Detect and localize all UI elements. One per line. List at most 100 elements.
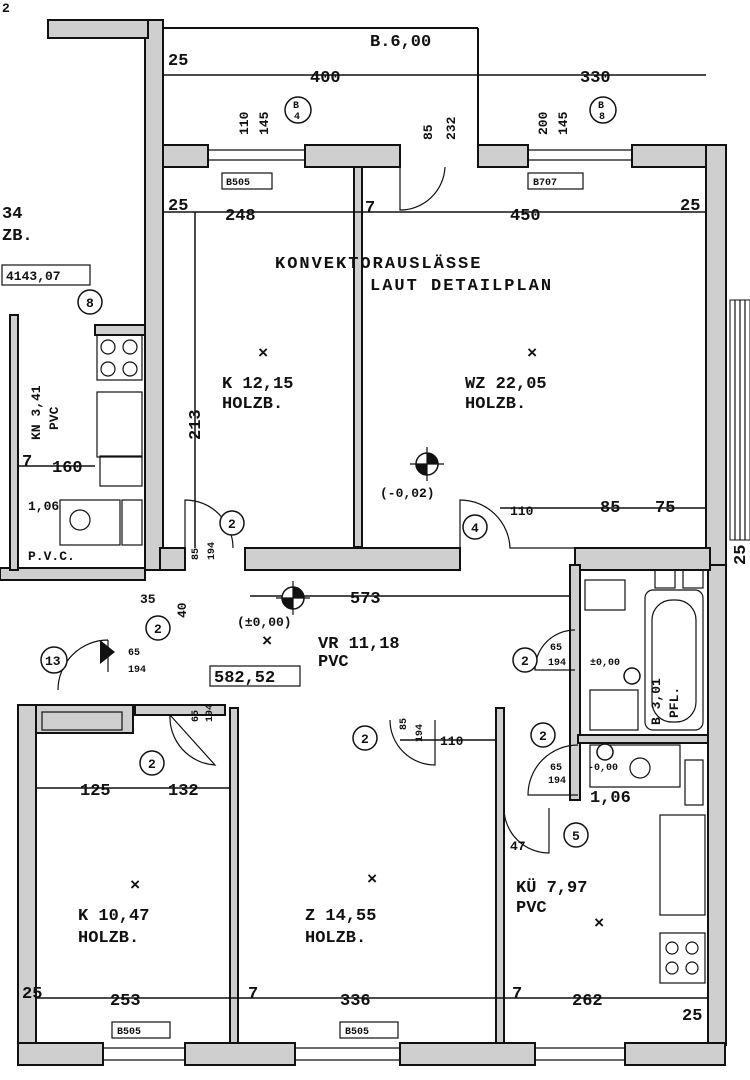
room-wc-name: 1,06 xyxy=(590,789,631,808)
dim-d2b: 194 xyxy=(128,665,146,676)
corner-label: 2 xyxy=(2,1,10,16)
marker-2c: 2 xyxy=(148,757,156,772)
dim-bot-262: 262 xyxy=(572,992,603,1011)
dim-d5a: 65 xyxy=(550,763,562,774)
note-line-1: KONVEKTORAUSLÄSSE xyxy=(275,254,482,274)
dim-hall-573: 573 xyxy=(350,590,381,609)
room-bad-name: B 3,01 xyxy=(649,678,664,725)
dim-d4a: 85 xyxy=(399,718,410,730)
left-room-floor: ZB. xyxy=(2,227,33,246)
header-text: 2 B.6,00 KONVEKTORAUSLÄSSE LAUT DETAILPL… xyxy=(1,1,553,296)
room-wz-name: WZ 22,05 xyxy=(465,375,547,394)
dim-row2-248: 248 xyxy=(225,207,256,226)
room-k1-floor: HOLZB. xyxy=(222,395,283,414)
dim-door-110: 110 xyxy=(440,734,464,749)
dim-d6b: 194 xyxy=(205,704,216,722)
room-wc-left-name: 1,06 xyxy=(28,499,59,514)
box-b505-bottom-left: B505 xyxy=(117,1027,141,1038)
dim-w3a: 200 xyxy=(536,111,551,135)
marker-5: 5 xyxy=(572,829,580,844)
dim-top-left: 25 xyxy=(168,52,188,71)
note-line-2: LAUT DETAILPLAN xyxy=(370,277,553,296)
dim-left-7: 7 xyxy=(22,453,32,472)
svg-text:×: × xyxy=(594,915,604,934)
dim-d6a: 65 xyxy=(191,710,202,722)
svg-text:×: × xyxy=(258,345,268,364)
dim-d3b: 194 xyxy=(548,658,566,669)
dim-d3a: 65 xyxy=(550,643,562,654)
left-ref-box: 4143,07 xyxy=(6,269,61,284)
dimension-text: 25 400 330 25 248 7 450 25 213 160 7 573… xyxy=(22,52,750,1026)
dim-w2a: 85 xyxy=(421,124,436,140)
dim-bot-132: 132 xyxy=(168,782,199,801)
dim-d5b: 194 xyxy=(548,776,566,787)
box-hall-ref: 582,52 xyxy=(214,669,275,688)
marker-b8-n: 8 xyxy=(599,112,605,123)
dim-row2-450: 450 xyxy=(510,207,541,226)
room-ku-floor: PVC xyxy=(516,899,547,918)
dim-mid-75: 75 xyxy=(655,499,675,518)
box-b707: B707 xyxy=(533,178,557,189)
level-markers xyxy=(276,447,641,761)
dim-bot-253: 253 xyxy=(110,992,141,1011)
walls xyxy=(0,19,727,1066)
dim-top-400: 400 xyxy=(310,69,341,88)
svg-text:×: × xyxy=(130,877,140,896)
room-ku-name: KÜ 7,97 xyxy=(516,878,587,898)
marker-b8-b: B xyxy=(598,101,604,112)
dim-vert-213: 213 xyxy=(187,409,206,440)
room-bad-floor: PFL. xyxy=(667,687,682,718)
dim-bot-25a: 25 xyxy=(22,985,42,1004)
left-room-area: 34 xyxy=(2,205,22,224)
dim-top-330: 330 xyxy=(580,69,611,88)
dim-mid-110: 110 xyxy=(510,504,534,519)
box-b505-top: B505 xyxy=(226,178,250,189)
dim-bot-25b: 25 xyxy=(682,1007,702,1026)
room-z-floor: HOLZB. xyxy=(305,929,366,948)
dim-row2-25a: 25 xyxy=(168,197,188,216)
dim-row2-25b: 25 xyxy=(680,197,700,216)
level-hall: (±0,00) xyxy=(237,615,292,630)
windows xyxy=(103,27,632,1061)
marker-b4-n: 4 xyxy=(294,112,300,123)
dim-right-25: 25 xyxy=(732,545,750,565)
level-text: (-0,02) (±0,00) ±0,00 -0,00 xyxy=(237,486,620,774)
level-bath: ±0,00 xyxy=(590,658,620,669)
marker-2f: 2 xyxy=(539,729,547,744)
room-k1-name: K 12,15 xyxy=(222,375,293,394)
svg-text:×: × xyxy=(367,871,377,890)
circle-markers xyxy=(40,96,617,848)
room-kn-name: KN 3,41 xyxy=(29,385,44,440)
marker-2e: 2 xyxy=(521,654,529,669)
fixtures xyxy=(41,334,706,984)
room-k2-floor: HOLZB. xyxy=(78,929,139,948)
top-box-label: B.6,00 xyxy=(370,33,431,52)
room-z-name: Z 14,55 xyxy=(305,907,376,926)
dim-w1a: 110 xyxy=(237,111,252,135)
stair-hatching xyxy=(729,299,750,541)
dim-d4b: 194 xyxy=(415,724,426,742)
marker-2b: 2 xyxy=(154,622,162,637)
dim-d8: 40 xyxy=(175,602,190,618)
marker-2a: 2 xyxy=(228,517,236,532)
room-kn-floor: PVC xyxy=(47,406,62,430)
room-wc-left-floor: P.V.C. xyxy=(28,549,75,564)
dim-mid-85: 85 xyxy=(600,499,620,518)
dim-w3b: 145 xyxy=(556,111,571,135)
room-vr-name: VR 11,18 xyxy=(318,635,400,654)
dim-row2-7: 7 xyxy=(365,199,375,218)
marker-13: 13 xyxy=(45,654,61,669)
level-main: (-0,02) xyxy=(380,486,435,501)
dim-left-160: 160 xyxy=(52,459,83,478)
marker-4: 4 xyxy=(471,521,479,536)
dim-d7: 47 xyxy=(510,839,526,854)
dim-bot-125: 125 xyxy=(80,782,111,801)
marker-2d: 2 xyxy=(361,732,369,747)
dim-bot-7a: 7 xyxy=(248,985,258,1004)
marker-b4-b: B xyxy=(293,101,299,112)
dim-w1b: 145 xyxy=(257,111,272,135)
dim-d2a: 65 xyxy=(128,648,140,659)
room-labels: K 12,15 HOLZB. WZ 22,05 HOLZB. VR 11,18 … xyxy=(28,375,682,948)
svg-text:×: × xyxy=(262,633,272,652)
